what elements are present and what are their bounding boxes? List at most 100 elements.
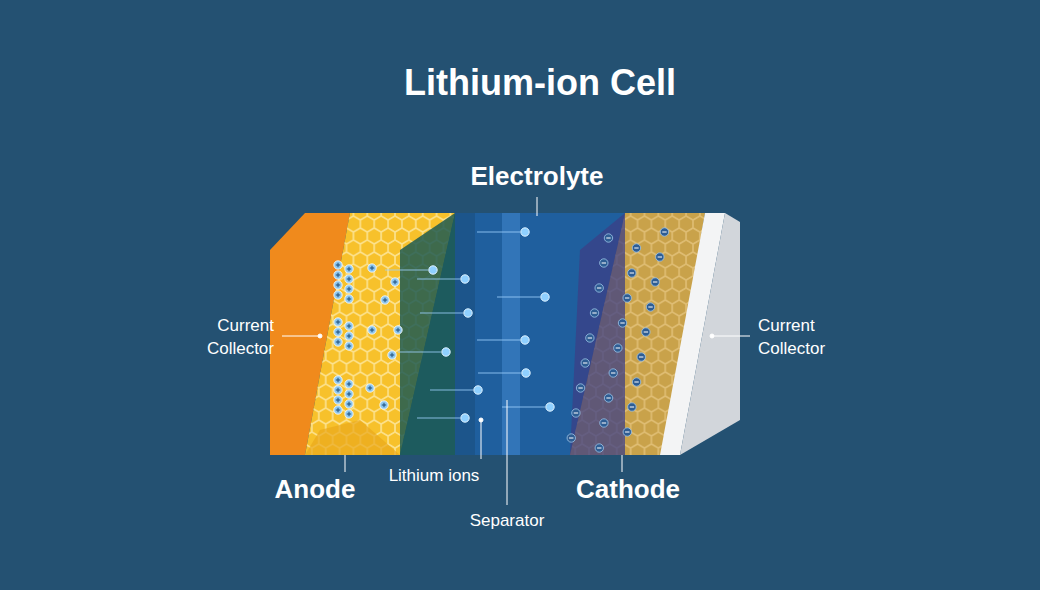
leader-line [537, 197, 538, 216]
lithium-ion [420, 309, 472, 317]
cathode-charge [609, 369, 617, 377]
lithium-ion [477, 228, 529, 236]
cathode-charge [586, 334, 594, 342]
leader-dot [318, 334, 322, 338]
cathode-charge [604, 394, 612, 402]
lithium-ion [430, 386, 482, 394]
anode-ion [345, 410, 353, 418]
anode-ion [391, 278, 399, 286]
anode-lattice [305, 213, 455, 455]
lithium-ion [478, 369, 530, 377]
cathode-charge [628, 403, 636, 411]
lithium-ion [417, 414, 469, 422]
cathode-charge [572, 409, 580, 417]
anode-ion [380, 401, 388, 409]
leader-line [712, 336, 750, 337]
cathode-charge [637, 353, 645, 361]
lithium-ion [502, 403, 554, 411]
cathode-charge [581, 359, 589, 367]
anode-ion [334, 271, 342, 279]
anode-ion [334, 406, 342, 414]
part-label: Current Collector [178, 315, 274, 361]
anode-ion [334, 261, 342, 269]
anode-ion [345, 390, 353, 398]
cathode-charge [576, 384, 584, 392]
anode-ion [381, 296, 389, 304]
leader-line [282, 336, 320, 337]
lithium-ion [497, 293, 549, 301]
leader-line [345, 455, 346, 472]
leader-lines [282, 197, 750, 505]
anode-ion [368, 264, 376, 272]
anode-ion [366, 384, 374, 392]
part-label: Separator [470, 510, 545, 533]
cathode-charge [660, 228, 668, 236]
electrolyte-shade [455, 213, 475, 455]
anode-ion [345, 400, 353, 408]
cathode-charge [642, 328, 650, 336]
cathode-charge [595, 444, 603, 452]
cathode-charges [567, 228, 669, 452]
separator [502, 213, 520, 455]
cathode-charge [623, 428, 631, 436]
cathode-charge [632, 378, 640, 386]
anode-ion [368, 326, 376, 334]
cathode-charge [567, 434, 575, 442]
electrolyte-layer [400, 213, 625, 455]
anode-ion [345, 332, 353, 340]
title: Lithium-ion Cell [404, 59, 676, 108]
anode-ion [345, 322, 353, 330]
anode-ion [345, 275, 353, 283]
anode-ion [345, 295, 353, 303]
collector-side [680, 213, 740, 455]
anode-ion [388, 351, 396, 359]
electrode-label: Anode [275, 472, 356, 507]
lithium-ion [385, 266, 437, 274]
cathode-charge [600, 419, 608, 427]
cathode-charge [632, 244, 640, 252]
cathode-charge [595, 284, 603, 292]
cathode-charge [614, 344, 622, 352]
cathode-charge [656, 253, 664, 261]
anode-shade [305, 420, 400, 455]
leader-dot [479, 418, 483, 422]
anode-ion [345, 342, 353, 350]
lithium-ion [477, 336, 529, 344]
anode-ion [394, 326, 402, 334]
cathode-charge [651, 278, 659, 286]
anode-ion [334, 396, 342, 404]
lithium-ions [385, 228, 554, 422]
part-label: Current Collector [758, 315, 854, 361]
anode-layer [305, 213, 455, 455]
anode-ion [334, 338, 342, 346]
cathode-charge [590, 309, 598, 317]
anode-ions [334, 261, 402, 418]
lithium-ion [398, 348, 450, 356]
anode-ion [334, 318, 342, 326]
anode-ion [345, 265, 353, 273]
anode-ion [345, 380, 353, 388]
anode-ion [334, 328, 342, 336]
anode-ion [345, 285, 353, 293]
cathode-charge [604, 234, 612, 242]
anode-ion [334, 291, 342, 299]
anode-interface [400, 213, 455, 455]
electrode-label: Cathode [576, 472, 680, 507]
cathode-charge [623, 294, 631, 302]
lithium-ion [417, 275, 469, 283]
anode-ion [334, 376, 342, 384]
layer-label: Electrolyte [471, 159, 604, 194]
anode-ion [334, 281, 342, 289]
cathode-charge [646, 303, 654, 311]
leader-dot [710, 334, 714, 338]
anode-ion [334, 386, 342, 394]
cathode-charge [618, 319, 626, 327]
leader-line [481, 420, 482, 459]
leader-line [622, 455, 623, 472]
leader-line [507, 400, 508, 505]
part-label: Lithium ions [389, 465, 480, 488]
cathode-charge [628, 269, 636, 277]
cathode-interface [570, 213, 625, 455]
